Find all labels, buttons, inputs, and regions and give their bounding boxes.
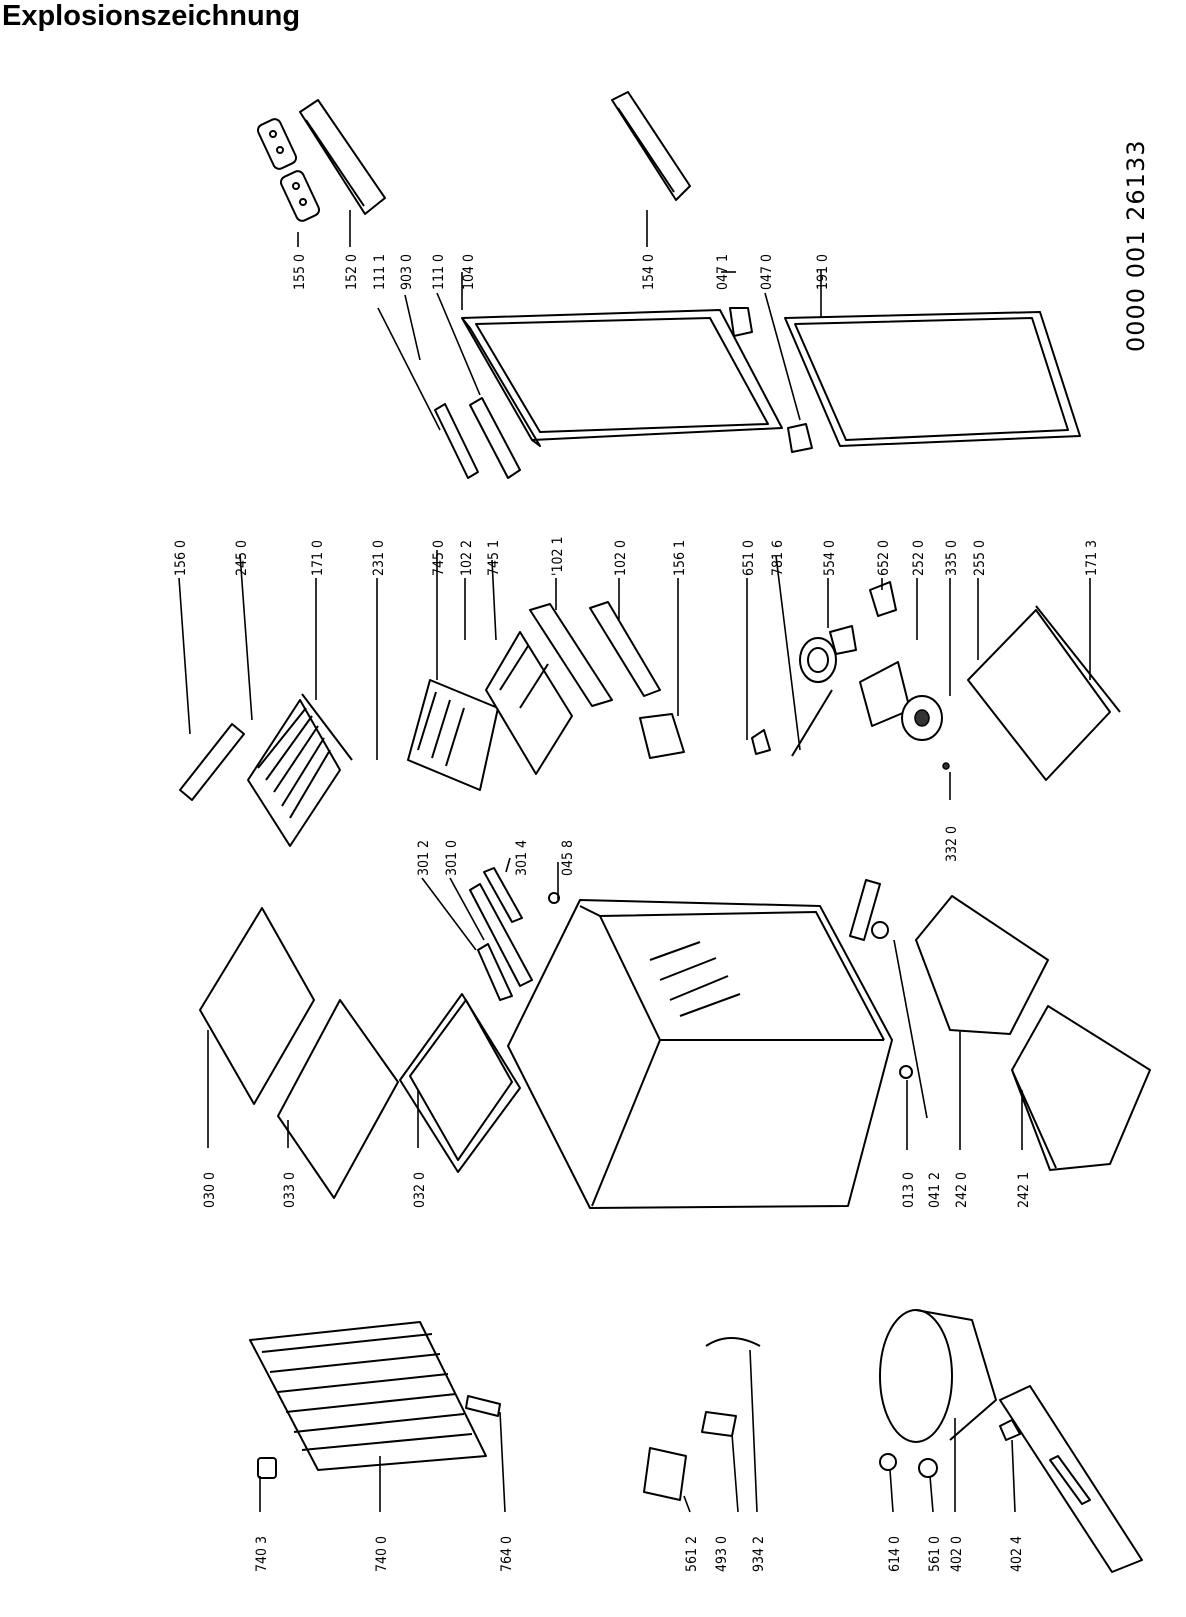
- part-label: 245 0: [234, 540, 250, 576]
- relay-part: [643, 1337, 761, 1501]
- part-label: 242 1: [1016, 1172, 1032, 1208]
- door-handle-part: [434, 397, 521, 479]
- thermostat-part: [751, 581, 950, 770]
- part-label: 154 0: [641, 254, 657, 290]
- part-label: 171 3: [1084, 540, 1100, 576]
- part-label: 614 0: [887, 1536, 903, 1572]
- part-label: '102 1: [550, 536, 566, 576]
- base-plate-part: [999, 1385, 1143, 1573]
- drip-tray-part: [485, 631, 573, 775]
- part-label: 104 0: [461, 254, 477, 290]
- condenser-part: [249, 1321, 501, 1479]
- part-label: 740 0: [374, 1536, 390, 1572]
- part-label: 242 0: [954, 1172, 970, 1208]
- door-shelf-part: [299, 91, 691, 215]
- wire-shelf-part: [247, 693, 353, 847]
- compressor-part: [879, 1309, 1021, 1478]
- hinge-part: [729, 307, 813, 453]
- part-label: 764 0: [499, 1536, 515, 1572]
- part-label: 171 0: [310, 540, 326, 576]
- part-label: 335 0: [944, 540, 960, 576]
- document-number: 0000 001 26133: [1122, 140, 1150, 353]
- door-gasket-part: [784, 311, 1081, 447]
- part-label: 102 0: [613, 540, 629, 576]
- part-label: 111 0: [431, 254, 447, 290]
- part-label: 033 0: [282, 1172, 298, 1208]
- door-part: [461, 309, 783, 447]
- part-label: 102 2: [459, 540, 475, 576]
- vegetable-drawer-part: [915, 895, 1151, 1171]
- small-box-part: [639, 713, 685, 759]
- part-label: 047 1: [715, 254, 731, 290]
- ice-tray-part: [179, 723, 245, 801]
- part-label: 301 2: [416, 840, 432, 876]
- part-label: 493 0: [714, 1536, 730, 1572]
- part-label: 030 0: [202, 1172, 218, 1208]
- part-label: 561 2: [684, 1536, 700, 1572]
- part-label: 045 8: [560, 840, 576, 876]
- part-label: 301 0: [444, 840, 460, 876]
- part-label: 903 0: [399, 254, 415, 290]
- egg-tray-part: [256, 118, 321, 222]
- part-label: 402 4: [1009, 1536, 1025, 1572]
- part-label: 651 0: [741, 540, 757, 576]
- part-label: 934 2: [751, 1536, 767, 1572]
- flap-part: [529, 601, 661, 707]
- part-label: 561 0: [927, 1536, 943, 1572]
- part-label: 554 0: [822, 540, 838, 576]
- part-label: 745 0: [431, 540, 447, 576]
- rail-part: [469, 867, 560, 1001]
- part-label: 301 4: [514, 840, 530, 876]
- part-label: 652 0: [876, 540, 892, 576]
- part-label: 231 0: [371, 540, 387, 576]
- part-label: 111 1: [372, 254, 388, 290]
- part-label: 032 0: [412, 1172, 428, 1208]
- page-title: Explosionszeichnung: [2, 0, 301, 32]
- part-label: 152 0: [344, 254, 360, 290]
- part-label: 740 3: [254, 1536, 270, 1572]
- part-label: 252 0: [911, 540, 927, 576]
- part-label: 156 1: [672, 540, 688, 576]
- bracket-part: [849, 879, 913, 1079]
- part-label: 041 2: [927, 1172, 943, 1208]
- part-label: 156 0: [173, 540, 189, 576]
- leader-lines: [178, 210, 1091, 1513]
- glass-shelf-part: [967, 605, 1121, 781]
- panel-part: [199, 907, 521, 1199]
- evaporator-part: [407, 679, 499, 791]
- part-label: 191 0: [815, 254, 831, 290]
- part-label: 332 0: [944, 826, 960, 862]
- part-label: 013 0: [901, 1172, 917, 1208]
- part-number-labels: 155 0 152 0 111 1 903 0 111 0 104 0 154 …: [173, 254, 1100, 1572]
- part-label: 155 0: [292, 254, 308, 290]
- part-label: 255 0: [972, 540, 988, 576]
- cabinet-part: [507, 899, 893, 1209]
- part-label: 745 1: [486, 540, 502, 576]
- part-label: 402 0: [949, 1536, 965, 1572]
- part-label: 781 6: [770, 540, 786, 576]
- part-label: 047 0: [759, 254, 775, 290]
